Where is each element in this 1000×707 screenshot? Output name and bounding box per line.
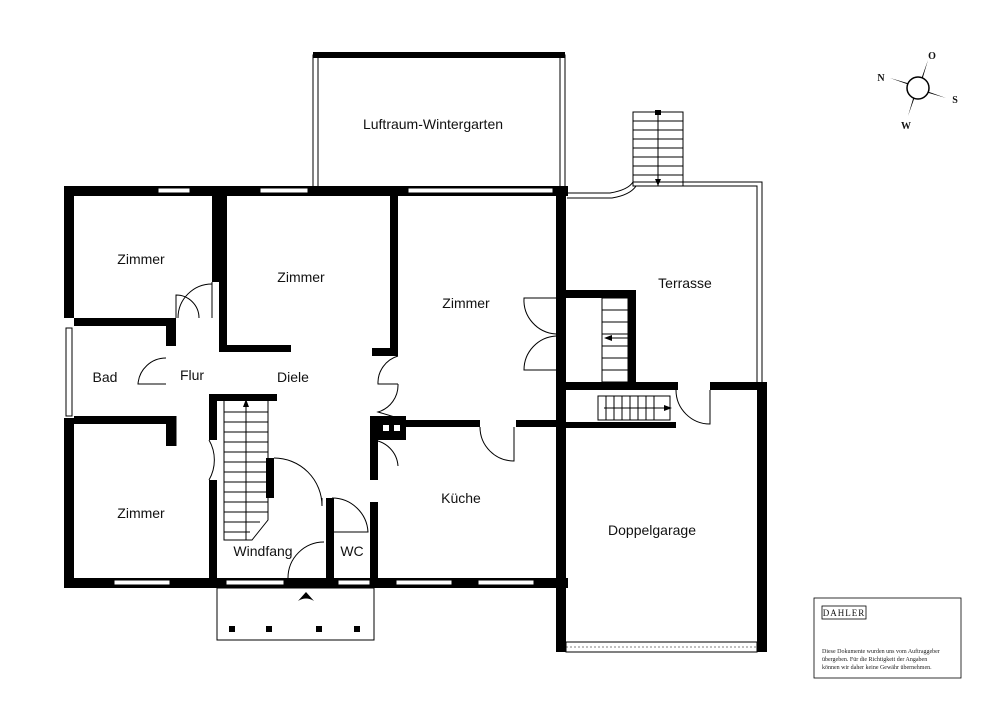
disclaimer-line-1: Diese Dokumente wurden uns vom Auftragge… [822,648,940,655]
room-label-terrasse: Terrasse [658,275,712,291]
garage-stairs-arrow [664,405,672,411]
door-swings [137,282,557,584]
entrance-arrow-icon [298,592,314,601]
terrace-stairs-top [632,111,684,187]
logo-badge [821,605,867,620]
compass-w: W [901,121,911,132]
room-label-doppelgarage: Doppelgarage [608,522,696,538]
logo-brand: DAHLER [823,608,866,618]
compass-rose-icon: N O S W [877,51,958,132]
logo-box: DAHLER Diese Dokumente wurden uns vom Au… [813,597,962,679]
stairs-arrow-down [655,179,661,186]
room-label-zimmer-sw: Zimmer [117,505,165,521]
interior-stairs [223,401,269,541]
wintergarden-top-beam [313,52,565,58]
room-label-luftraum: Luftraum-Wintergarten [363,116,503,132]
entrance-canopy [216,587,375,641]
room-label-zimmer-east: Zimmer [442,295,490,311]
compass-s: S [952,95,958,106]
disclaimer-line-3: können wir daher keine Gewähr übernehmen… [822,665,932,671]
room-label-zimmer-center: Zimmer [277,269,325,285]
room-label-bad: Bad [93,369,118,385]
terrace-lower-stairs [566,290,758,390]
stairs-arrow-up [243,399,249,407]
room-label-kueche: Küche [441,490,481,506]
garage-stairs [597,389,711,425]
room-label-windfang: Windfang [233,543,292,559]
room-label-wc: WC [340,543,363,559]
room-label-diele: Diele [277,369,309,385]
room-label-zimmer-nw: Zimmer [117,251,165,267]
room-labels: Luftraum-Wintergarten Zimmer Zimmer Zimm… [93,116,713,559]
disclaimer-line-2: übergeben. Für die Richtigkeit der Angab… [822,657,927,663]
compass-o: O [928,51,936,62]
windows [65,187,554,586]
chimney-ducts [383,425,400,431]
garage-walls [556,382,767,652]
compass-n: N [877,73,885,84]
garage-door [565,641,758,653]
interior-walls [74,196,566,580]
exterior-walls [64,186,568,588]
stairs-post [655,110,661,115]
room-label-flur: Flur [180,367,204,383]
